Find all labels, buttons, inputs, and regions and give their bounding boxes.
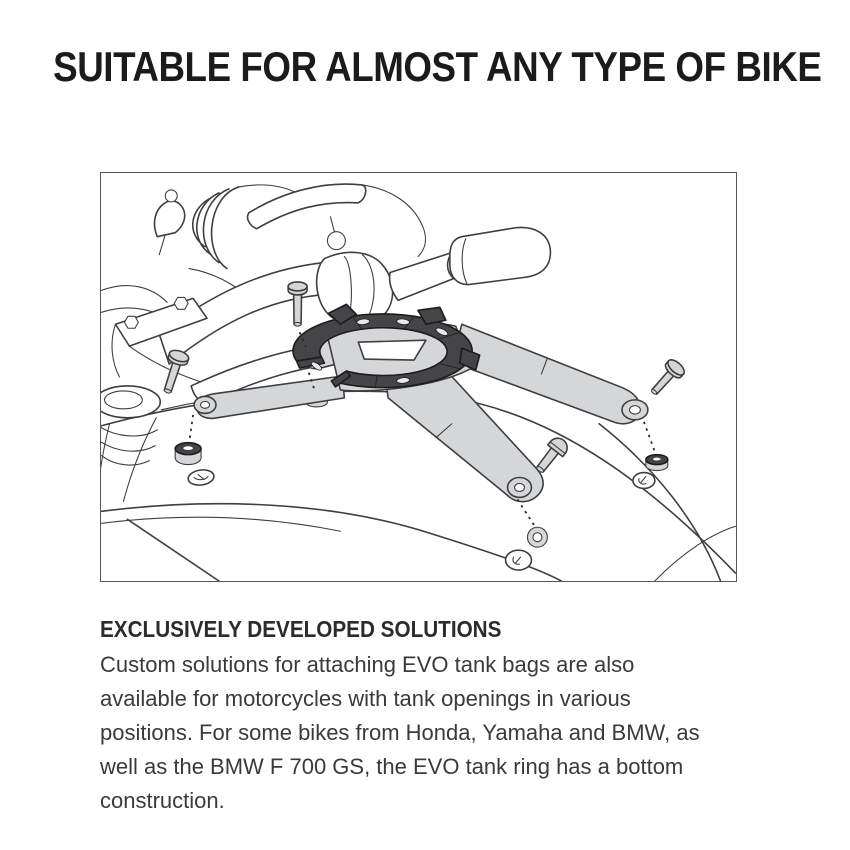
alignment-dotted-lines — [188, 331, 656, 528]
screw-right — [650, 359, 686, 395]
screw-center — [536, 437, 568, 473]
body-text-line: available for motorcycles with tank open… — [100, 686, 631, 711]
body-text-line: well as the BMW F 700 GS, the EVO tank r… — [100, 754, 684, 779]
body-text-line: Custom solutions for attaching EVO tank … — [100, 652, 635, 677]
spacer-lower-left — [174, 441, 202, 466]
spacer-center — [526, 526, 548, 548]
fork-top — [101, 385, 162, 502]
screw-lower-left — [163, 349, 190, 394]
ring-lug — [327, 303, 358, 326]
ring-lug — [417, 306, 447, 326]
description-section: EXCLUSIVELY DEVELOPED SOLUTIONS Custom s… — [100, 616, 760, 818]
cable-coil — [191, 186, 240, 270]
handlebar-grip — [449, 226, 552, 286]
arm-eyelet-lower-left — [193, 395, 217, 415]
arm-eyelet-right — [621, 399, 649, 421]
washer-right — [632, 471, 656, 490]
screw-upper-left — [287, 281, 308, 327]
riser-clamp — [114, 297, 208, 347]
diagram-frame — [100, 172, 737, 582]
spacer-right — [645, 453, 669, 472]
washer-center — [504, 549, 533, 571]
ring-lug — [459, 347, 481, 371]
clamp-bolt-icon — [123, 315, 139, 329]
bracket-arm-center — [385, 369, 544, 503]
tank-slot — [187, 469, 215, 486]
body-text-line: positions. For some bikes from Honda, Ya… — [100, 720, 700, 745]
center-plate-opening — [357, 339, 427, 361]
evo-tank-ring-diagram — [101, 183, 736, 581]
page-title: SUITABLE FOR ALMOST ANY TYPE OF BIKE — [53, 43, 822, 90]
handlebar-assembly — [101, 183, 552, 405]
throttle-tube — [388, 251, 455, 302]
clamp-bolt-icon — [173, 296, 189, 310]
mirror-stalk — [153, 200, 186, 238]
tank-ring — [292, 303, 481, 389]
section-subheading: EXCLUSIVELY DEVELOPED SOLUTIONS — [100, 616, 502, 642]
arm-eyelet-center — [506, 476, 533, 499]
brake-lever — [246, 183, 367, 230]
body-text-line: construction. — [100, 788, 225, 813]
tank-ring-bracket — [193, 321, 649, 503]
